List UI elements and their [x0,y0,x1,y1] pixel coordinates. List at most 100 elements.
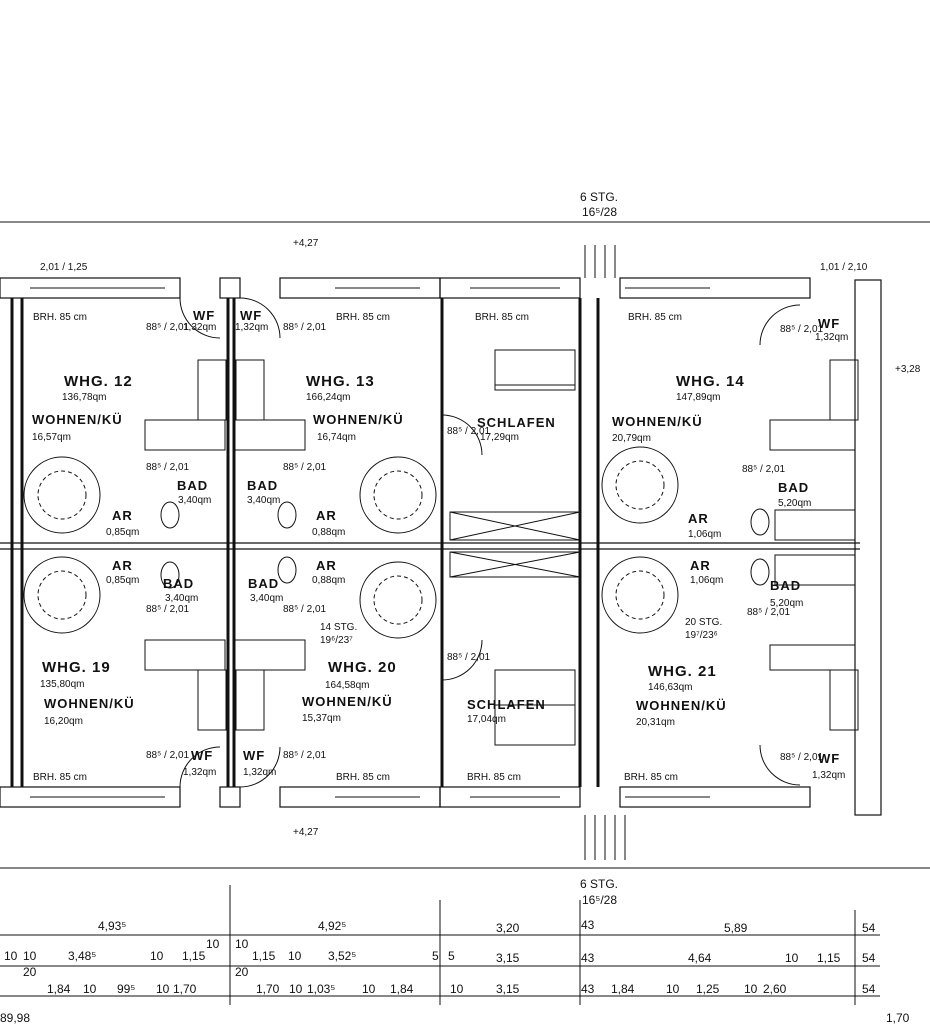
svg-text:15,37qm: 15,37qm [302,713,341,724]
room-wf-20: WF 1,32qm [243,748,276,778]
svg-text:AR: AR [688,511,709,526]
room-wf-14: WF 1,32qm [815,316,848,343]
svg-text:16,57qm: 16,57qm [32,432,71,443]
svg-text:10: 10 [785,951,799,965]
svg-text:WHG. 20: WHG. 20 [328,659,397,676]
svg-text:WOHNEN/KÜ: WOHNEN/KÜ [32,412,123,427]
svg-text:43: 43 [581,951,595,965]
room-wf-12: WF 1,32qm [183,308,216,333]
svg-text:10: 10 [744,982,758,996]
svg-text:20: 20 [235,965,249,979]
door-size-8: 88⁵ / 2,01 [283,604,327,615]
main-stairs-top-label: 6 STG. [580,190,618,204]
svg-text:10: 10 [450,982,464,996]
svg-text:WF: WF [818,316,840,331]
svg-text:10: 10 [362,982,376,996]
svg-text:0,88qm: 0,88qm [312,527,345,538]
apartment-13: WHG. 13 166,24qm WOHNEN/KÜ 16,74qm [306,373,404,443]
svg-text:1,15: 1,15 [182,949,206,963]
door-size-13: 88⁵ / 2,01 [447,426,491,437]
svg-text:10: 10 [23,949,37,963]
dimension-chain: 4,93⁵ 4,92⁵ 3,20 43 5,89 54 10 10 3,48⁵ … [0,885,910,1024]
svg-text:54: 54 [862,982,876,996]
svg-text:AR: AR [316,558,337,573]
room-ar-12: AR 0,85qm [106,508,139,538]
room-bad-20: BAD 3,40qm [248,576,283,604]
svg-text:54: 54 [862,951,876,965]
svg-text:SCHLAFEN: SCHLAFEN [477,415,556,430]
level-mark-right: +3,28 [895,364,921,375]
svg-text:1,25: 1,25 [696,982,720,996]
svg-text:54: 54 [862,921,876,935]
svg-text:5,20qm: 5,20qm [770,598,803,609]
svg-text:WHG. 14: WHG. 14 [676,373,745,390]
partition-walls [0,298,860,787]
svg-text:20,79qm: 20,79qm [612,433,651,444]
svg-text:19⁶/23⁷: 19⁶/23⁷ [320,635,353,646]
svg-text:3,48⁵: 3,48⁵ [68,949,96,963]
svg-text:5,20qm: 5,20qm [778,498,811,509]
parapet-label-7: BRH. 85 cm [467,772,521,783]
svg-text:AR: AR [112,508,133,523]
svg-text:3,20: 3,20 [496,921,520,935]
svg-text:147,89qm: 147,89qm [676,392,720,403]
apartment-14: WHG. 14 147,89qm WOHNEN/KÜ 20,79qm [612,373,745,444]
svg-text:3,52⁵: 3,52⁵ [328,949,356,963]
svg-text:14 STG.: 14 STG. [320,622,357,633]
svg-text:10: 10 [288,949,302,963]
room-ar-14: AR 1,06qm [688,511,721,540]
main-stairs [584,245,626,860]
svg-text:1,15: 1,15 [817,951,841,965]
parapet-label-4: BRH. 85 cm [628,312,682,323]
door-swings [179,297,801,788]
parapet-label-8: BRH. 85 cm [624,772,678,783]
kitchen-counters [144,359,859,731]
svg-text:10: 10 [4,949,18,963]
svg-text:BAD: BAD [247,478,278,493]
room-bad-19: BAD 3,40qm [163,576,198,604]
svg-text:20,31qm: 20,31qm [636,717,675,728]
door-size-5: 88⁵ / 2,01 [283,462,327,473]
svg-text:WOHNEN/KÜ: WOHNEN/KÜ [44,696,135,711]
svg-text:135,80qm: 135,80qm [40,679,84,690]
svg-text:BAD: BAD [778,480,809,495]
svg-text:WF: WF [191,748,213,763]
svg-text:BAD: BAD [163,576,194,591]
inner-stair-20: 14 STG. 19⁶/23⁷ [320,622,357,646]
door-size-6: 88⁵ / 2,01 [742,464,786,475]
room-bad-13: BAD 3,40qm [247,478,280,506]
apartment-19: WHG. 19 135,80qm WOHNEN/KÜ 16,20qm [40,659,135,727]
svg-text:146,63qm: 146,63qm [648,682,692,693]
svg-text:1,32qm: 1,32qm [815,332,848,343]
svg-text:1,03⁵: 1,03⁵ [307,982,335,996]
svg-text:WOHNEN/KÜ: WOHNEN/KÜ [313,412,404,427]
svg-text:4,92⁵: 4,92⁵ [318,919,346,933]
svg-text:3,40qm: 3,40qm [247,495,280,506]
room-wf-13: WF 1,32qm [235,308,268,333]
room-wf-21: WF 1,32qm [812,751,845,781]
svg-text:3,15: 3,15 [496,982,520,996]
svg-text:WHG. 13: WHG. 13 [306,373,375,390]
svg-text:WF: WF [818,751,840,766]
svg-text:4,93⁵: 4,93⁵ [98,919,126,933]
door-size-11: 88⁵ / 2,01 [283,750,327,761]
svg-text:20: 20 [23,965,37,979]
svg-text:1,70: 1,70 [886,1011,910,1024]
room-bad-14: BAD 5,20qm [778,480,811,509]
svg-text:1,32qm: 1,32qm [812,770,845,781]
svg-text:1,70: 1,70 [173,982,197,996]
svg-text:BAD: BAD [177,478,208,493]
svg-text:5: 5 [448,949,455,963]
svg-text:1,84: 1,84 [390,982,414,996]
svg-text:WOHNEN/KÜ: WOHNEN/KÜ [636,698,727,713]
main-stairs-top-ratio: 16⁵/28 [582,205,617,219]
svg-text:1,06qm: 1,06qm [688,529,721,540]
svg-text:WOHNEN/KÜ: WOHNEN/KÜ [612,414,703,429]
svg-text:1,32qm: 1,32qm [243,767,276,778]
svg-text:3,15: 3,15 [496,951,520,965]
svg-text:10: 10 [206,937,220,951]
door-size-12: 88⁵ / 2,01 [780,752,824,763]
door-size-3: 88⁵ / 2,01 [780,324,824,335]
svg-text:0,85qm: 0,85qm [106,527,139,538]
